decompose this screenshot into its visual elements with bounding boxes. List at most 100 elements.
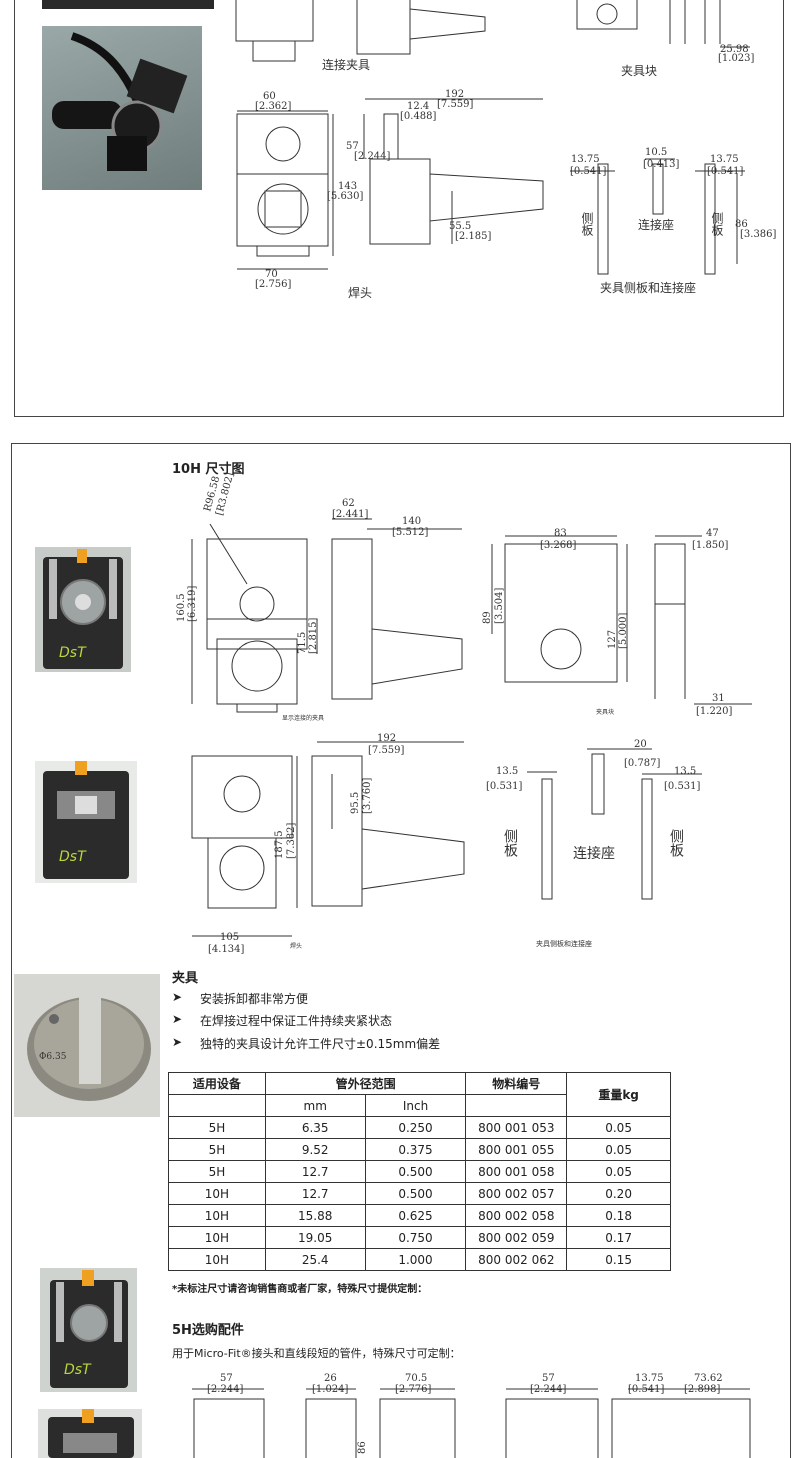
dim-top-86-in: [3.386] [740, 229, 777, 240]
dim-160: 160.5 [176, 593, 187, 622]
dim-192: 192 [377, 733, 396, 744]
fixture-bullet: ➤在焊接过程中保证工件持续夹紧状态 [172, 1012, 393, 1028]
photo-5h-block: DsT [40, 1268, 137, 1392]
cap-top-clamp-block: 夹具块 [621, 64, 657, 78]
acc-dim-57b: 57 [542, 1373, 555, 1384]
dim-20: 20 [634, 739, 647, 750]
dim-top-25: 25.98 [720, 44, 749, 55]
dim-47: 47 [706, 528, 719, 539]
drawings-10h: R96.58 [R3.802] 62 [2.441] 140 [5.512] 1… [176, 471, 752, 1458]
cell: 0.18 [566, 1204, 671, 1227]
dim-95: 95.5 [350, 792, 361, 814]
cap-10h-side-plate-base: 夹具侧板和连接座 [536, 939, 592, 948]
acc-dim-13: 13.75 [635, 1373, 664, 1384]
dim-31-in: [1.220] [696, 706, 733, 717]
photo-10h-top-drawing: DsT [43, 761, 129, 879]
cap-10h-clamp-block: 夹具块 [596, 708, 614, 716]
table-note: *未标注尺寸请咨询销售商或者厂家，特殊尺寸提供定制： [172, 1284, 428, 1295]
dim-top-55-in: [2.185] [455, 231, 492, 242]
cell: 800 002 057 [465, 1182, 568, 1205]
accessories-desc: 用于Micro-Fit®接头和直线段短的管件，特殊尺寸可定制： [172, 1347, 461, 1360]
acc-dim-73: 73.62 [694, 1373, 723, 1384]
th-empty [168, 1094, 266, 1117]
acc-dim-70: 70.5 [405, 1373, 427, 1384]
cell: 6.35 [264, 1116, 366, 1139]
logo-5h: DsT [64, 1362, 92, 1378]
acc-dim-26-in: [1.024] [312, 1384, 349, 1395]
dim-top-86: 86 [735, 219, 748, 230]
acc-dim-57a-in: [2.244] [207, 1384, 244, 1395]
welder-photo-drawing [52, 32, 188, 171]
dim-20-in: [0.787] [624, 758, 661, 769]
top-panel: 60 [2.362] 192 [7.559] 12.4 [0.488] 57 [… [14, 0, 784, 417]
acc-dim-57b-in: [2.244] [530, 1384, 567, 1395]
dim-140: 140 [402, 516, 421, 527]
cap-10h-side-plate-left: 侧板 [502, 829, 518, 857]
cap-top-side-plate-right: 侧板 [710, 212, 724, 237]
dim-top-13b-in: [0.541] [707, 166, 744, 177]
cap-10h-connect-base: 连接座 [573, 845, 615, 862]
dim-62: 62 [342, 498, 355, 509]
dim-83-in: [3.268] [540, 540, 577, 551]
dim-13a-in: [0.531] [486, 781, 523, 792]
acc-dim-26: 26 [324, 1373, 337, 1384]
title-10h: 10H 尺寸图 [172, 462, 245, 477]
cell: 12.7 [264, 1182, 366, 1205]
th-range: 管外径范围 [264, 1072, 467, 1095]
dim-top-25-in: [1.023] [718, 53, 755, 64]
cell: 15.88 [264, 1204, 366, 1227]
photo-clamp-insert: Φ6.35 [14, 974, 160, 1117]
acc-dim-70-in: [2.776] [395, 1384, 432, 1395]
dim-top-57: 57 [346, 141, 359, 152]
fixture-bullet: ➤独特的夹具设计允许工件尺寸±0.15mm偏差 [172, 1035, 441, 1051]
dim-187: 187.5 [274, 830, 285, 859]
dim-top-12-in: [0.488] [400, 111, 437, 122]
acc-dim-57a: 57 [220, 1373, 233, 1384]
cell: 10H [168, 1226, 266, 1249]
cell: 0.625 [364, 1204, 467, 1227]
dim-127: 127 [607, 630, 618, 649]
cell: 5H [168, 1138, 266, 1161]
logo-10h-a: DsT [59, 645, 87, 661]
cell: 0.17 [566, 1226, 671, 1249]
dim-89-in: [3.504] [494, 587, 505, 624]
photo-10h-front: DsT [35, 547, 131, 672]
clamp-size-label: Φ6.35 [39, 1052, 67, 1062]
dim-top-60-in: [2.362] [255, 101, 292, 112]
dim-127-in: [5.000] [618, 612, 629, 649]
cell: 800 002 062 [465, 1248, 568, 1271]
photo-clamp-drawing: Φ6.35 [27, 994, 151, 1101]
cell: 0.05 [566, 1160, 671, 1183]
dim-160-in: [6.319] [187, 585, 198, 622]
cell: 0.20 [566, 1182, 671, 1205]
dim-top-192: 192 [445, 89, 464, 100]
th-mm: mm [264, 1094, 366, 1117]
dim-105-in: [4.134] [208, 944, 245, 955]
th-inch: Inch [364, 1094, 467, 1117]
dim-top-13a: 13.75 [571, 154, 600, 165]
dim-71-in: [2.815] [308, 617, 319, 654]
cell: 0.05 [566, 1138, 671, 1161]
photo-10h-front-drawing: DsT [43, 549, 123, 669]
dim-top-10: 10.5 [645, 147, 667, 158]
cap-top-side-plate-base: 夹具侧板和连接座 [600, 280, 696, 295]
top-drawings: 60 [2.362] 192 [7.559] 12.4 [0.488] 57 [… [235, 0, 777, 300]
top-photo-small [42, 0, 214, 9]
th-empty [465, 1094, 568, 1117]
cap-top-connect-base: 连接座 [638, 217, 674, 232]
dim-13a: 13.5 [496, 766, 518, 777]
panel-10h: 10H 尺寸图 DsT DsT Φ6.35 [11, 443, 791, 1458]
dim-140-in: [5.512] [392, 527, 429, 538]
photo-10h-top: DsT [35, 761, 137, 883]
dim-top-60: 60 [263, 91, 276, 102]
dim-top-13b: 13.75 [710, 154, 739, 165]
photo-5h-block-2 [38, 1409, 142, 1458]
dim-89: 89 [482, 611, 493, 624]
cap-10h-connect-fixture: 显示连接的夹具 [282, 714, 324, 722]
fixture-bullets: ➤安装拆卸都非常方便 ➤在焊接过程中保证工件持续夹紧状态 ➤独特的夹具设计允许工… [172, 990, 592, 1057]
cell: 12.7 [264, 1160, 366, 1183]
